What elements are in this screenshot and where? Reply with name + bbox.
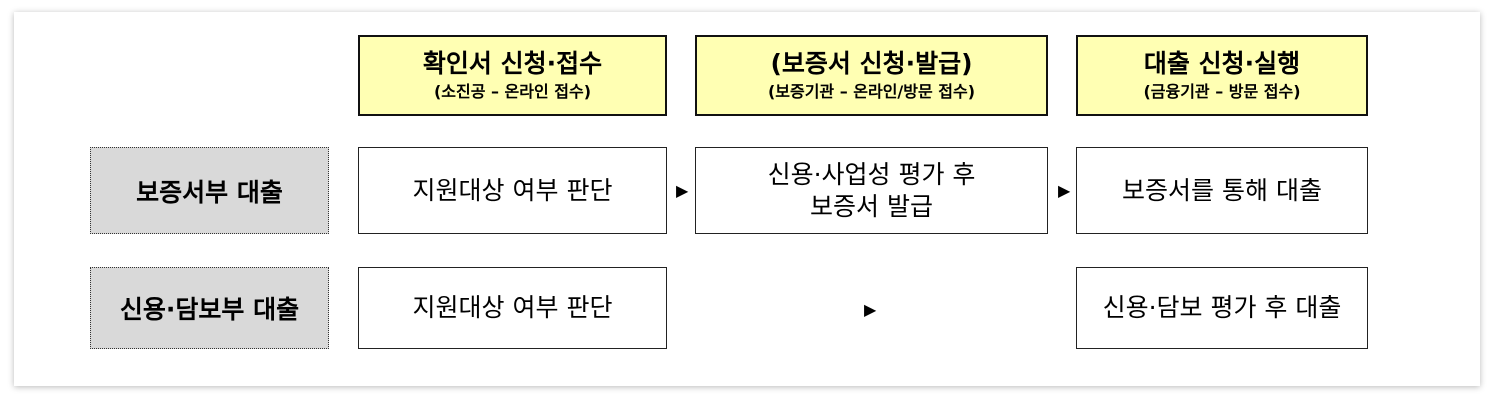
header-title: 대출 신청·실행 [1143, 48, 1301, 78]
step-text: 지원대상 여부 판단 [412, 175, 613, 205]
step-credit-collateral-loan: 신용·담보 평가 후 대출 [1076, 267, 1368, 349]
flow-arrow: ▶ [676, 181, 689, 200]
header-guarantee-issuance: (보증서 신청·발급) (보증기관 – 온라인/방문 접수) [695, 35, 1048, 116]
step-text: 신용·담보 평가 후 대출 [1102, 293, 1342, 322]
step-text: 보증서를 통해 대출 [1122, 175, 1322, 205]
row-label-text: 신용·담보부 대출 [119, 295, 300, 324]
row-label-guarantee-loan: 보증서부 대출 [90, 147, 329, 234]
step-text: 지원대상 여부 판단 [412, 293, 613, 322]
header-title: 확인서 신청·접수 [422, 48, 603, 78]
header-application-receipt: 확인서 신청·접수 (소진공 – 온라인 접수) [358, 35, 667, 116]
row-label-text: 보증서부 대출 [136, 177, 283, 207]
step-eligibility-check: 지원대상 여부 판단 [358, 147, 667, 234]
header-title: (보증서 신청·발급) [770, 48, 973, 78]
step-guarantee-issuance: 신용·사업성 평가 후 보증서 발급 [695, 147, 1048, 234]
row-label-credit-collateral-loan: 신용·담보부 대출 [90, 267, 329, 349]
header-loan-execution: 대출 신청·실행 (금융기관 – 방문 접수) [1076, 35, 1368, 116]
header-subtitle: (금융기관 – 방문 접수) [1143, 81, 1301, 101]
header-subtitle: (보증기관 – 온라인/방문 접수) [767, 81, 976, 101]
step-text-line1: 신용·사업성 평가 후 [767, 159, 976, 189]
header-subtitle: (소진공 – 온라인 접수) [433, 81, 592, 101]
flow-arrow: ▶ [864, 300, 877, 319]
flow-arrow: ▶ [1058, 181, 1071, 200]
step-text-line2: 보증서 발급 [810, 191, 933, 221]
step-eligibility-check: 지원대상 여부 판단 [358, 267, 667, 349]
step-loan-via-guarantee: 보증서를 통해 대출 [1076, 147, 1368, 234]
